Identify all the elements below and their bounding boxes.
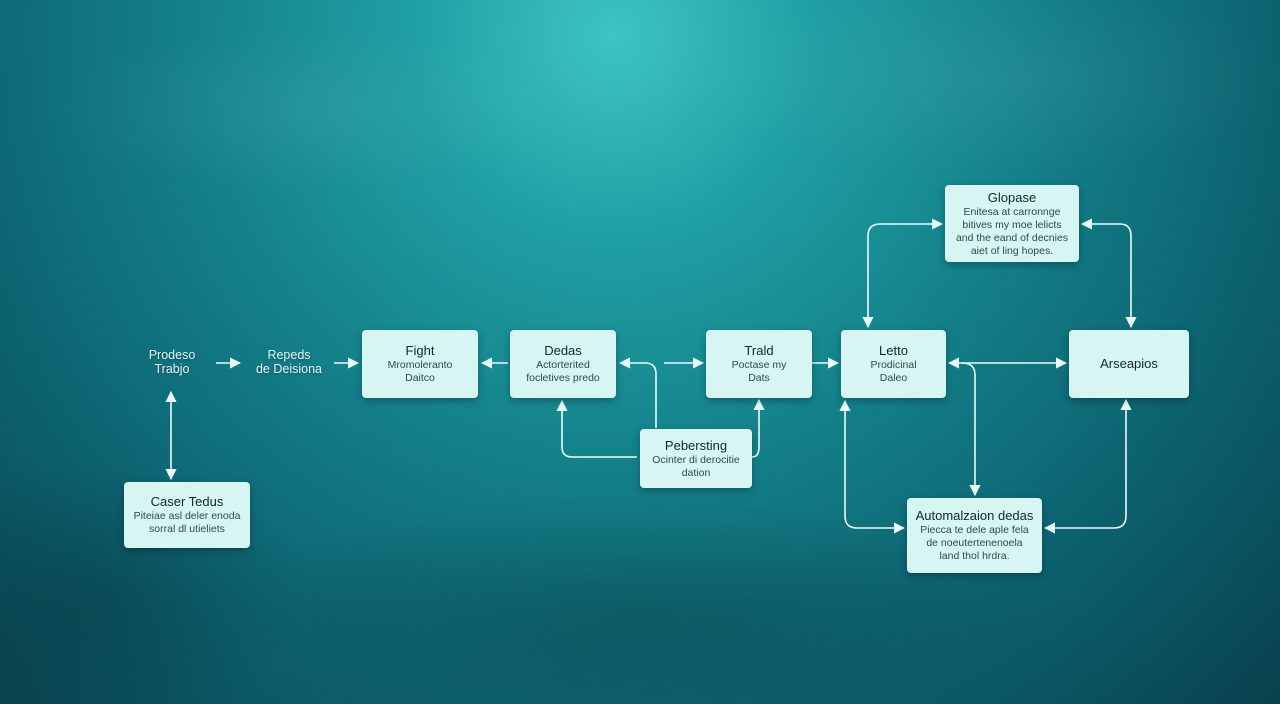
arrow-letto-automalzaion-down [961,362,981,497]
node-glopase-title: Glopase [987,189,1037,205]
node-letto: Letto Prodicinal Daleo [841,330,946,398]
node-glopase: Glopase Enitesa at carronnge bitives my … [945,185,1079,262]
arrow-automalzaion-arseapios [1043,398,1132,534]
arrow-letto-automalzaion-loop [839,399,906,534]
node-trald: Trald Poctase my Dats [706,330,812,398]
node-arseapios: Arseapios [1069,330,1189,398]
node-fight-title: Fight [405,343,435,358]
arrow-glopase-arseapios [1080,218,1137,329]
node-dedas-desc: Actorterited focletives predo [526,359,600,384]
node-trald-title: Trald [744,343,774,358]
arrow-letto-glopase [862,218,944,329]
label-reglas-decision: Repeds de Deisiona [255,348,322,376]
node-automalzaion-desc: Piecca te dele aple fela de noeutertenen… [920,524,1029,562]
node-caser-tedus: Caser Tedus Piteiae asl deler enoda sorr… [124,482,250,548]
node-glopase-desc: Enitesa at carronnge bitives my moe leli… [955,205,1069,257]
node-dedas-title: Dedas [544,343,582,358]
node-letto-title: Letto [879,343,908,358]
node-fight: Fight Mromoleranto Daitco [362,330,478,398]
arrow-pebersting-dedas-loop [556,399,637,458]
arrow-pebersting-dedas [618,357,657,428]
node-pebersting-title: Pebersting [664,437,728,453]
node-dedas: Dedas Actorterited focletives predo [510,330,616,398]
node-automalzaion-dedas: Automalzaion dedas Piecca te dele aple f… [907,498,1042,573]
node-pebersting: Pebersting Ocinter di derocitie dation [640,429,752,488]
node-fight-desc: Mromoleranto Daitco [387,359,453,384]
node-caser-tedus-desc: Piteiae asl deler enoda sorral dl utieli… [133,510,241,535]
node-arseapios-title: Arseapios [1100,356,1158,371]
node-automalzaion-title: Automalzaion dedas [915,508,1034,523]
node-trald-desc: Poctase my Dats [731,359,787,384]
node-pebersting-desc: Ocinter di derocitie dation [652,453,740,479]
label-proceso-trabajo: Prodeso Trabjo [148,348,196,376]
node-caser-tedus-title: Caser Tedus [150,494,224,509]
node-letto-desc: Prodicinal Daleo [870,359,917,384]
arrow-pebersting-trald [751,398,765,458]
